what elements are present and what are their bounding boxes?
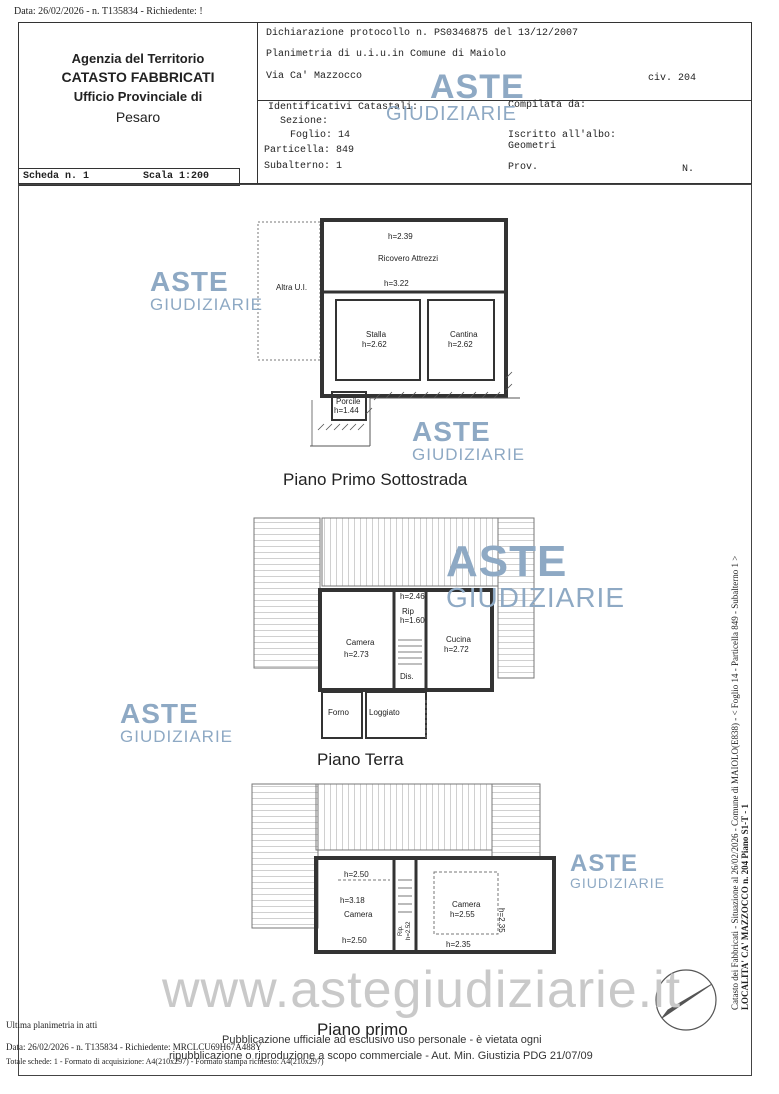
- watermark-aste: ASTE: [120, 698, 199, 729]
- notice-line2: ripubblicazione o riproduzione a scopo c…: [169, 1050, 593, 1062]
- watermark-giudiziarie: GIUDIZIARIE: [150, 295, 264, 314]
- footer-ultima: Ultima planimetria in atti: [6, 1020, 98, 1030]
- terra-camera: Camera: [346, 638, 375, 647]
- terra-rip-h: h=1.60: [400, 616, 425, 625]
- scheda-number: Scheda n. 1: [23, 171, 90, 182]
- cantina-label: Cantina: [450, 330, 478, 339]
- header-box: Agenzia del Territorio CATASTO FABBRICAT…: [18, 22, 752, 184]
- agency-city: Pesaro: [115, 109, 161, 125]
- watermark-aste-5: ASTE GIUDIZIARIE: [120, 698, 234, 746]
- terra-rip: Rip: [402, 607, 415, 616]
- scala: Scala 1:200: [143, 171, 210, 182]
- site-watermark: www.astegiudiziarie.it: [162, 961, 682, 1019]
- watermark-aste-4: ASTE GIUDIZIARIE: [446, 540, 625, 612]
- side-line2: LOCALITA' CA' MAZZOCCO n. 204 Piano S1-T…: [740, 804, 750, 1010]
- altra-ui-label: Altra U.I.: [276, 283, 308, 292]
- terra-top-h: h=2.46: [400, 592, 425, 601]
- watermark-aste-1: ASTE GIUDIZIARIE: [386, 68, 525, 124]
- terra-camera-h: h=2.73: [344, 650, 369, 659]
- watermark-giudiziarie: GIUDIZIARIE: [120, 727, 234, 746]
- watermark-aste: ASTE: [446, 537, 568, 586]
- ident-n: N.: [682, 164, 695, 175]
- watermark-aste: ASTE: [570, 850, 639, 877]
- primo-h5: h=2.35: [497, 908, 506, 933]
- ident-albo: Geometri: [508, 141, 557, 152]
- declaration-box: Dichiarazione protocollo n. PS0346875 de…: [257, 23, 752, 101]
- side-text: Catasto dei Fabbricati - Situazione al 2…: [730, 556, 750, 1010]
- terra-dis: Dis.: [400, 672, 414, 681]
- ident-compilata: Compilata da:: [508, 100, 587, 111]
- terra-cucina-h: h=2.72: [444, 645, 469, 654]
- ident-subalterno: Subalterno: 1: [264, 161, 343, 172]
- ident-iscritto: Iscritto all'albo:: [508, 130, 617, 141]
- watermark-giudiziarie: GIUDIZIARIE: [412, 445, 526, 464]
- watermark-aste: ASTE: [150, 266, 229, 297]
- primo-h3: h=2.50: [342, 936, 367, 945]
- cantina-h: h=2.62: [448, 340, 473, 349]
- north-arrow: [655, 969, 717, 1031]
- ricovero-h-bottom: h=3.22: [384, 279, 409, 288]
- drawing-frame: [18, 184, 752, 1076]
- agency-ufficio: Ufficio Provinciale di: [73, 89, 203, 104]
- primo-camera2: Camera: [452, 900, 481, 909]
- agency-name: Agenzia del Territorio: [71, 51, 205, 66]
- footer-totale: Totale schede: 1 - Formato di acquisizio…: [6, 1057, 324, 1066]
- watermark-aste-3: ASTE GIUDIZIARIE: [412, 416, 526, 464]
- declaration-line2: Planimetria di u.i.u.in Comune di Maiolo: [266, 49, 507, 60]
- ident-particella: Particella: 849: [264, 145, 355, 156]
- primo-rip: Rip.: [398, 925, 404, 936]
- plan-terra: [253, 517, 535, 739]
- watermark-aste-2: ASTE GIUDIZIARIE: [150, 266, 264, 314]
- stalla-h: h=2.62: [362, 340, 387, 349]
- ident-sezione: Sezione:: [280, 116, 329, 127]
- watermark-giudiziarie: GIUDIZIARIE: [446, 582, 626, 613]
- floor-title-terra: Piano Terra: [317, 750, 404, 769]
- primo-rip-h: h=2.52: [406, 921, 412, 940]
- primo-camera2-h: h=2.55: [450, 910, 475, 919]
- agency-box: Agenzia del Territorio CATASTO FABBRICAT…: [19, 23, 257, 173]
- identifiers-box: Identificativi Catastali: Sezione: Fogli…: [257, 100, 752, 183]
- footer-data: Data: 26/02/2026 - n. T135834 - Richiede…: [6, 1042, 262, 1052]
- scheda-box: Scheda n. 1 Scala 1:200: [18, 168, 240, 186]
- ident-foglio: Foglio: 14: [290, 130, 351, 141]
- terra-cucina: Cucina: [446, 635, 471, 644]
- side-line1: Catasto dei Fabbricati - Situazione al 2…: [730, 555, 740, 1010]
- declaration-line1: Dichiarazione protocollo n. PS0346875 de…: [266, 28, 579, 39]
- declaration-civ: civ. 204: [648, 73, 697, 84]
- plan-sottostrada: [257, 218, 520, 447]
- primo-h4: h=2.35: [446, 940, 471, 949]
- ident-title: Identificativi Catastali:: [268, 102, 419, 113]
- ident-prov: Prov.: [508, 162, 539, 173]
- porcile-h: h=1.44: [334, 406, 359, 415]
- agency-catasto: CATASTO FABBRICATI: [61, 69, 215, 85]
- watermark-giudiziarie: GIUDIZIARIE: [386, 103, 518, 125]
- notice-line1: Pubblicazione ufficiale ad esclusivo uso…: [222, 1034, 542, 1046]
- primo-camera1: Camera: [344, 910, 373, 919]
- watermark-aste: ASTE: [412, 416, 491, 447]
- floor-title-primo: Piano primo: [317, 1020, 408, 1039]
- watermark-aste-6: ASTE GIUDIZIARIE: [570, 850, 666, 891]
- terra-forno: Forno: [328, 708, 349, 717]
- declaration-address: Via Ca' Mazzocco: [266, 71, 363, 82]
- porcile-label: Porcile: [336, 397, 361, 406]
- watermark-aste: ASTE: [430, 68, 525, 106]
- primo-h2: h=3.18: [340, 896, 365, 905]
- primo-h1: h=2.50: [344, 870, 369, 879]
- ricovero-label: Ricovero Attrezzi: [378, 254, 439, 263]
- ricovero-h-top: h=2.39: [388, 232, 413, 241]
- floor-title-sottostrada: Piano Primo Sottostrada: [283, 470, 468, 489]
- top-stamp: Data: 26/02/2026 - n. T135834 - Richiede…: [14, 6, 203, 17]
- watermark-giudiziarie: GIUDIZIARIE: [570, 875, 666, 891]
- plan-primo: [251, 783, 556, 954]
- terra-loggiato: Loggiato: [369, 708, 400, 717]
- stalla-label: Stalla: [366, 330, 387, 339]
